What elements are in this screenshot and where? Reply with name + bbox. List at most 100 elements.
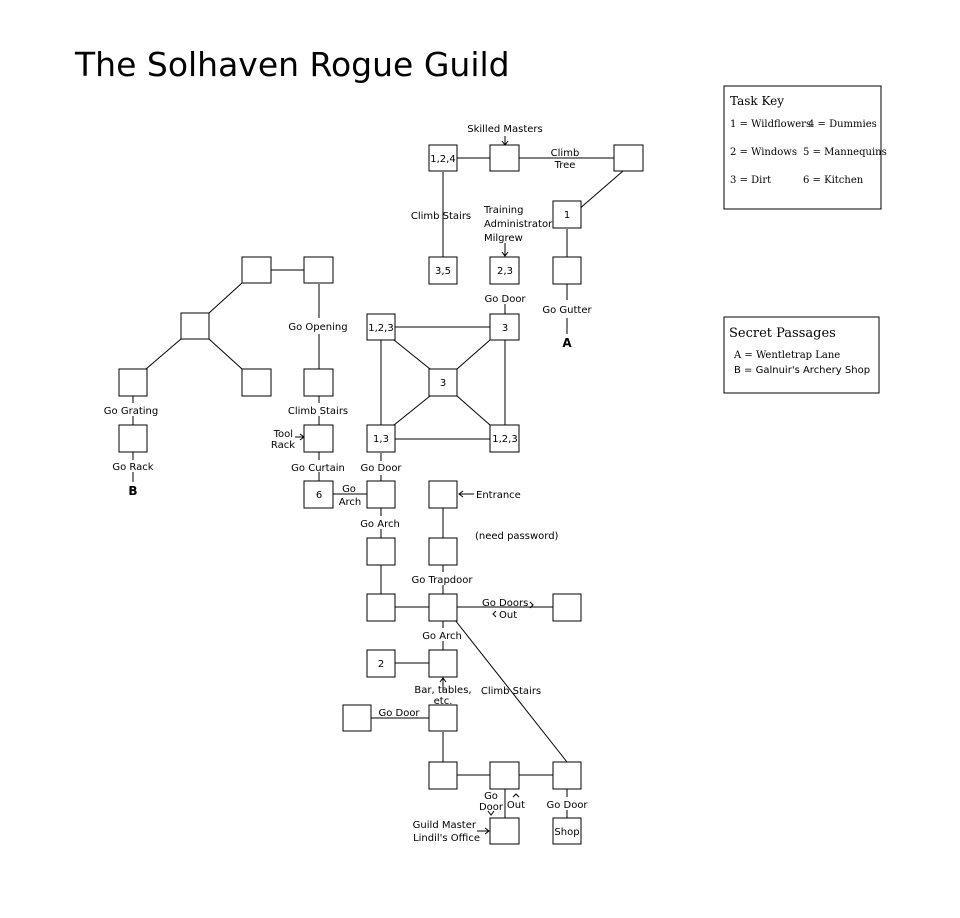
room-label: 3 — [502, 323, 508, 334]
secret-passage-item: B = Galnuir's Archery Shop — [734, 365, 870, 376]
room-opening[interactable] — [303, 368, 334, 397]
room-go-door[interactable] — [366, 480, 396, 509]
label-lindils-office: Lindil's Office — [413, 833, 480, 844]
room-bottom-right[interactable] — [552, 761, 582, 790]
label-skilled-masters: Skilled Masters — [467, 124, 543, 135]
label-climb-stairs: Climb Stairs — [481, 686, 541, 697]
label-go-door: Go Door — [378, 708, 420, 719]
room-hub[interactable] — [428, 593, 458, 622]
room-label: 2,3 — [497, 266, 513, 277]
room-6-kitchen[interactable] — [303, 480, 334, 509]
room-1-2-3-southeast[interactable] — [489, 424, 520, 453]
room-grating[interactable] — [118, 368, 148, 397]
room-1[interactable] — [552, 200, 582, 229]
label-go-arch: Go Arch — [422, 631, 462, 642]
room-skilled-masters[interactable] — [489, 144, 520, 172]
arrow-entrance — [458, 490, 474, 498]
room-arch[interactable] — [366, 537, 396, 566]
room-west-2[interactable] — [303, 256, 334, 284]
label-out: Out — [499, 610, 517, 621]
edge — [208, 282, 243, 314]
secret-passages-title: Secret Passages — [729, 326, 836, 341]
task-key-item: 3 = Dirt — [730, 175, 771, 186]
arrow-go-doors — [529, 601, 534, 609]
room-side-door[interactable] — [342, 704, 372, 732]
room-shop[interactable] — [552, 817, 582, 845]
room-1-2-3-northwest[interactable] — [366, 313, 396, 341]
label-go-opening: Go Opening — [288, 322, 347, 333]
secret-passages-box — [723, 316, 880, 394]
label-go-rack: Go Rack — [112, 462, 153, 473]
room-tool-rack[interactable] — [303, 424, 334, 453]
room-label: 3,5 — [435, 266, 451, 277]
edge — [454, 619, 568, 763]
label-climb-stairs: Climb Stairs — [411, 211, 471, 222]
room-3-center[interactable] — [428, 368, 458, 397]
room-rack[interactable] — [118, 424, 148, 453]
arrow-tool-rack — [295, 433, 305, 441]
room-bar[interactable] — [428, 649, 458, 678]
label-training: Training — [483, 205, 523, 216]
labels: Skilled Masters Climb Tree Climb Stairs … — [104, 124, 593, 844]
room-west-5[interactable] — [241, 368, 272, 397]
room-1-2-4[interactable] — [428, 144, 458, 172]
connections — [132, 136, 624, 835]
arrow-out — [492, 610, 497, 618]
edge — [577, 170, 624, 211]
label-arch: Arch — [339, 497, 362, 508]
room-climb-tree[interactable] — [613, 144, 644, 172]
secret-passage-item: A = Wentletrap Lane — [733, 350, 840, 361]
label-tree: Tree — [554, 160, 576, 171]
label-tool: Tool — [273, 429, 293, 440]
room-3-5[interactable] — [428, 256, 458, 285]
label-climb: Climb — [551, 148, 580, 159]
label-go-arch: Go Arch — [360, 519, 400, 530]
room-guild-master-office[interactable] — [489, 817, 520, 845]
arrow-out-up — [512, 793, 520, 798]
marker-a: A — [562, 336, 572, 350]
label-bar: Bar, tables, — [414, 685, 471, 696]
task-key-legend: Task Key 1 = Wildflowers 4 = Dummies 2 =… — [723, 85, 887, 210]
room-2-3[interactable] — [489, 256, 520, 285]
room-west-3[interactable] — [180, 312, 210, 340]
label-rack: Rack — [271, 440, 295, 451]
room-below-bar[interactable] — [428, 704, 458, 732]
task-key-item: 6 = Kitchen — [803, 175, 864, 186]
room-out[interactable] — [552, 593, 582, 622]
room-bottom-left[interactable] — [428, 761, 458, 790]
room-3-northeast[interactable] — [489, 313, 520, 341]
room-gutter[interactable] — [552, 256, 582, 285]
arrow-bar — [439, 677, 447, 692]
arrow-go-door-down — [487, 810, 495, 816]
room-label: 2 — [378, 659, 384, 670]
room-label: 6 — [316, 490, 322, 501]
room-2[interactable] — [366, 649, 396, 678]
room-west-1[interactable] — [241, 256, 272, 284]
room-1-3[interactable] — [366, 424, 396, 453]
label-go-trapdoor: Go Trapdoor — [412, 575, 474, 586]
label-go-grating: Go Grating — [104, 406, 158, 417]
label-etc: etc. — [434, 696, 453, 707]
room-label: 1,3 — [373, 434, 389, 445]
room-bottom-middle[interactable] — [489, 761, 520, 790]
edge — [208, 338, 243, 370]
room-password[interactable] — [428, 537, 458, 566]
task-key-item: 2 = Windows — [730, 147, 797, 158]
task-key-item: 5 = Mannequins — [803, 147, 887, 158]
secret-passages-legend: Secret Passages A = Wentletrap Lane B = … — [723, 316, 880, 394]
room-entrance[interactable] — [428, 480, 458, 509]
marker-b: B — [128, 484, 137, 498]
arrow-training-administrator — [501, 243, 509, 257]
task-key-box — [723, 85, 882, 210]
task-key-item: 4 = Dummies — [808, 119, 877, 130]
rooms: 1,2,4 1 3,5 2,3 1,2,3 3 3 1,3 1,2,3 6 — [118, 144, 644, 845]
label-go-gutter: Go Gutter — [542, 305, 592, 316]
label-milgrew: Milgrew — [484, 233, 523, 244]
label-door: Door — [479, 802, 504, 813]
room-label: 1 — [564, 210, 570, 221]
label-need-password: (need password) — [475, 531, 559, 542]
room-left[interactable] — [366, 593, 396, 622]
label-entrance: Entrance — [476, 490, 521, 501]
task-key-item: 1 = Wildflowers — [730, 119, 811, 130]
